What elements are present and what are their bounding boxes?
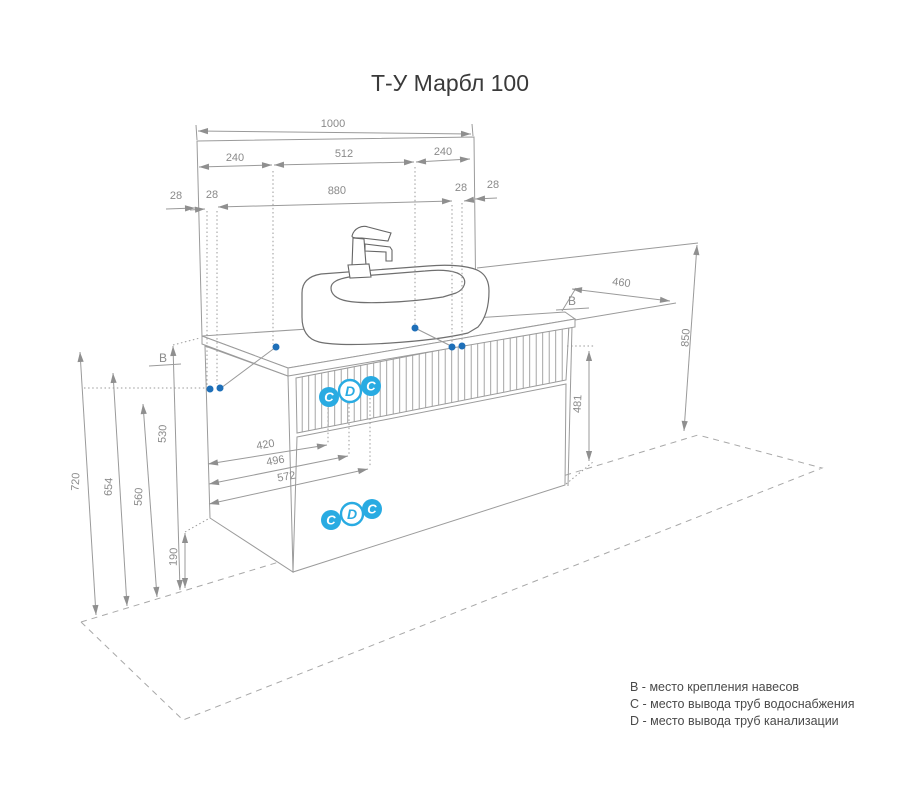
dimension-28-right-outer bbox=[474, 195, 498, 202]
ext-line-850-top bbox=[476, 242, 699, 269]
lower-drawer bbox=[292, 383, 567, 573]
mount-dot bbox=[448, 343, 456, 351]
cabinet-right-edge bbox=[567, 325, 573, 487]
dimension-654 bbox=[110, 372, 130, 607]
dim-label-28-left-inner: 28 bbox=[206, 189, 218, 201]
vessel-sink bbox=[301, 264, 490, 345]
dim-label-720: 720 bbox=[69, 472, 82, 491]
dimension-28-left-outer bbox=[165, 205, 196, 212]
sink-basin-opening bbox=[330, 269, 466, 304]
dim-label-560: 560 bbox=[132, 487, 145, 506]
mount-dot bbox=[411, 324, 419, 332]
dimension-240-right bbox=[415, 156, 471, 165]
ext-line-460 bbox=[574, 302, 677, 321]
floor-outline bbox=[80, 434, 824, 721]
dim-label-240-right: 240 bbox=[434, 146, 452, 158]
dim-label-496: 496 bbox=[265, 454, 285, 469]
mount-dot bbox=[206, 385, 214, 393]
badge-c-letter: C bbox=[324, 390, 334, 405]
dim-label-654: 654 bbox=[102, 477, 115, 496]
dimension-240-left bbox=[198, 162, 273, 170]
dim-label-28-left-outer: 28 bbox=[170, 190, 182, 202]
dimension-1000 bbox=[197, 128, 472, 137]
countertop-left-edge bbox=[201, 335, 289, 377]
dimension-850 bbox=[681, 244, 700, 432]
faucet bbox=[347, 225, 393, 279]
cdc-badges-lower: C D C bbox=[321, 499, 382, 530]
mount-points bbox=[206, 324, 466, 393]
page-title: Т-У Марбл 100 bbox=[371, 70, 529, 96]
dimension-880 bbox=[217, 198, 453, 210]
mount-dot bbox=[216, 384, 224, 392]
badge-d-circle bbox=[339, 501, 365, 527]
badge-c-circle bbox=[319, 387, 339, 407]
dim-label-190: 190 bbox=[168, 548, 181, 567]
dim-label-460: 460 bbox=[612, 276, 632, 290]
dim-label-481: 481 bbox=[572, 394, 585, 413]
dimension-28-right-inner bbox=[463, 196, 475, 203]
dim-label-28-right-outer: 28 bbox=[487, 179, 499, 191]
badge-c-letter: C bbox=[366, 379, 376, 394]
badge-c-circle bbox=[362, 499, 382, 519]
dim-label-530: 530 bbox=[157, 424, 170, 443]
dimension-560 bbox=[140, 403, 160, 598]
dim-label-1000: 1000 bbox=[321, 118, 345, 130]
dim-label-512: 512 bbox=[335, 148, 353, 160]
faucet-body bbox=[351, 237, 367, 267]
faucet-spout bbox=[364, 243, 393, 262]
dim-label-420: 420 bbox=[255, 438, 275, 453]
badge-c-circle bbox=[321, 510, 341, 530]
dimension-572 bbox=[208, 468, 369, 505]
badge-d-letter: D bbox=[345, 383, 355, 399]
badge-c-letter: C bbox=[326, 513, 336, 528]
dimension-530 bbox=[170, 345, 183, 591]
dim-label-240-left: 240 bbox=[226, 152, 244, 164]
dimension-720 bbox=[77, 351, 99, 616]
dimension-28-left-inner bbox=[189, 206, 206, 213]
dim-label-28-right-inner: 28 bbox=[455, 182, 467, 194]
legend: B - место крепления навесов C - место вы… bbox=[630, 680, 855, 728]
dimension-layer: 1000 240 512 240 880 28 28 28 28 460 850… bbox=[69, 118, 700, 616]
legend-line-d: D - место вывода труб канализации bbox=[630, 714, 839, 728]
badge-d-letter: D bbox=[347, 506, 357, 522]
badge-d-circle bbox=[337, 378, 363, 404]
badge-c-letter: C bbox=[367, 502, 377, 517]
cdc-badges-upper: C D C bbox=[319, 376, 381, 407]
badge-c-circle bbox=[361, 376, 381, 396]
faucet-base bbox=[347, 263, 372, 279]
dim-label-850: 850 bbox=[679, 328, 692, 347]
marker-b-right: B bbox=[568, 294, 576, 308]
faucet-lever bbox=[351, 225, 392, 242]
marker-b-left: B bbox=[159, 351, 167, 365]
legend-line-c: C - место вывода труб водоснабжения bbox=[630, 697, 855, 711]
mount-dot bbox=[458, 342, 466, 350]
dim-label-572: 572 bbox=[276, 469, 296, 484]
legend-line-b: B - место крепления навесов bbox=[630, 680, 799, 694]
dimension-512 bbox=[273, 159, 415, 168]
dim-label-880: 880 bbox=[328, 185, 347, 197]
dimension-460 bbox=[571, 287, 671, 303]
mount-dot bbox=[272, 343, 280, 351]
